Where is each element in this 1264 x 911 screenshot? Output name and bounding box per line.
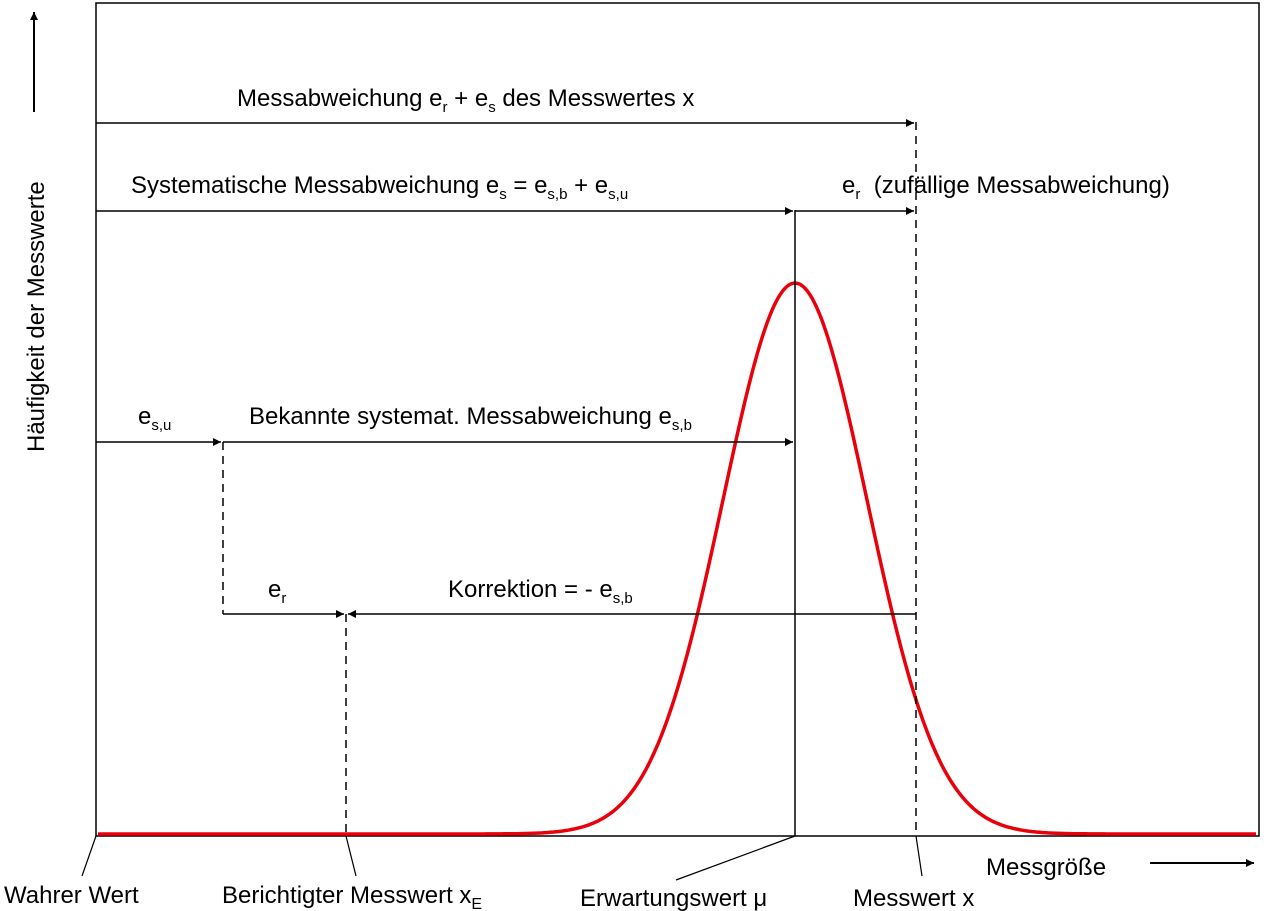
true-value-leader [81,835,97,877]
expected-value-label: Erwartungswert μ [580,885,767,911]
distribution-curve [98,281,1256,836]
unknown-bias-label: es,u [138,403,171,434]
systematic-error-label: Systematische Messabweichung es = es,b +… [131,172,628,203]
total-error-label: Messabweichung er + es des Messwertes x [237,85,694,116]
random-error-label: er (zufällige Messabweichung) [842,172,1170,203]
measured-value-leader [915,835,923,877]
x-axis-label: Messgröße [986,854,1106,881]
known-bias-label: Bekannte systemat. Messabweichung es,b [249,403,692,434]
corrected-value-label: Berichtigter Messwert xE [222,882,482,911]
measured-value-label: Messwert x [853,885,974,911]
residual-random-label: er [268,576,286,607]
corrected-value-leader [345,835,357,877]
true-value-label: Wahrer Wert [4,882,139,909]
y-axis-label: Häufigkeit der Messwerte [23,181,50,452]
expected-value-leader [675,835,796,881]
diagram-frame [95,2,1260,837]
correction-label: Korrektion = - es,b [448,576,633,607]
